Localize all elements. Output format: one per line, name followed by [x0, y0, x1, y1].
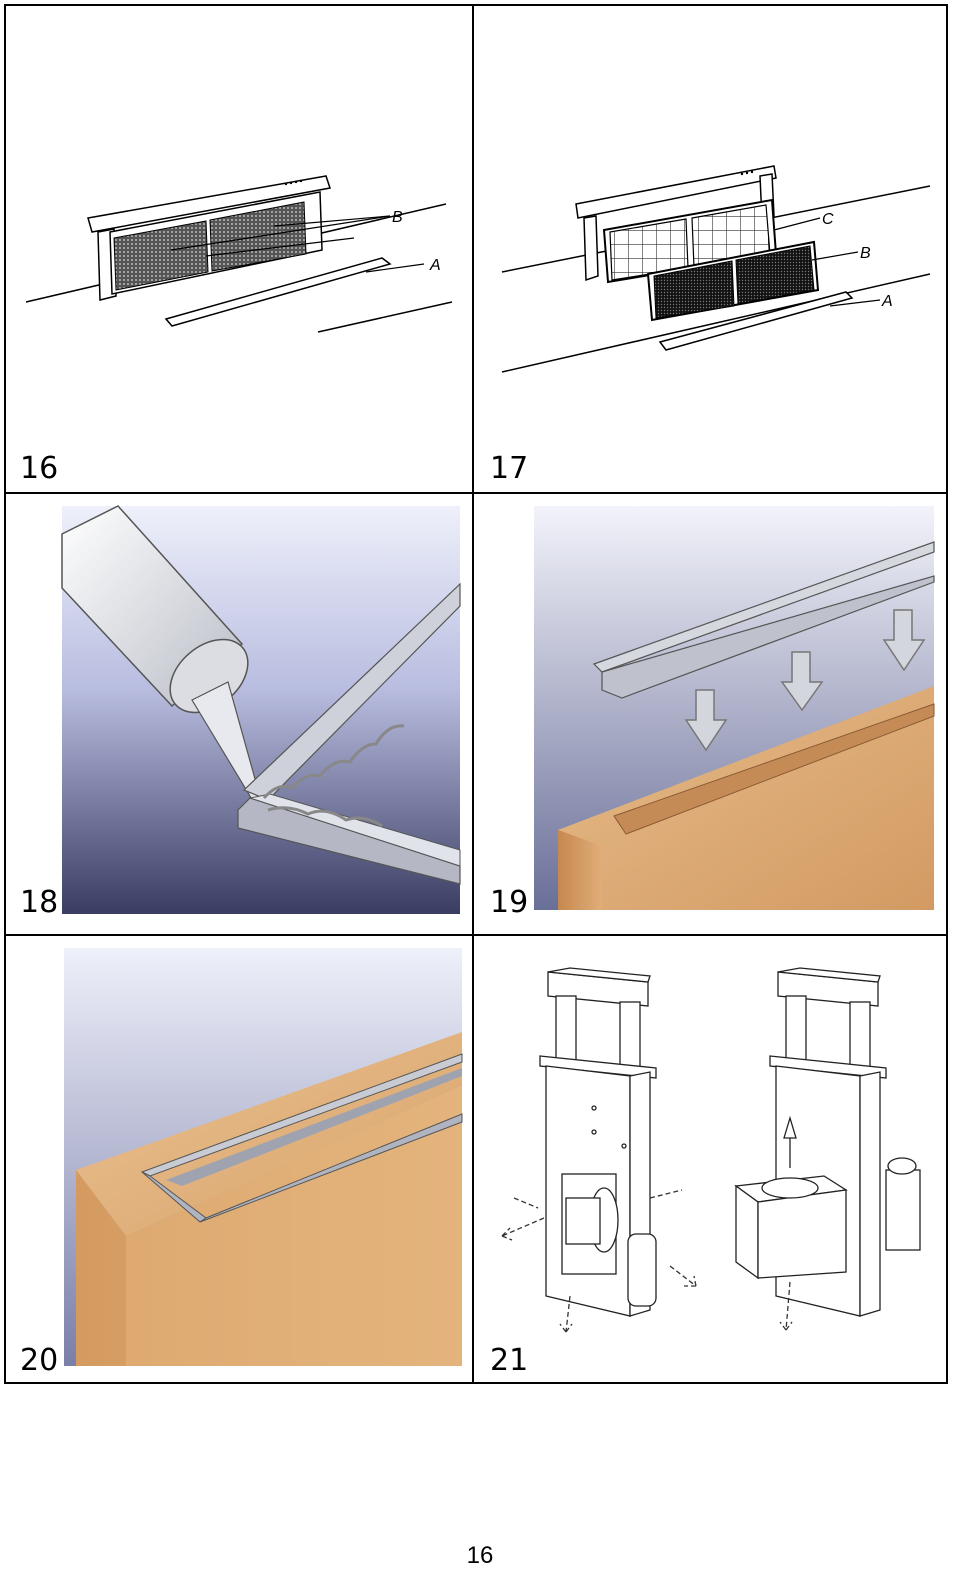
grid-divider-vertical [472, 4, 474, 1384]
figure-grid [4, 4, 948, 1384]
figure-20: 20 [6, 936, 472, 1384]
figure-19-illustration [534, 506, 935, 910]
label-b: B [860, 245, 871, 262]
counter-line [317, 301, 453, 333]
silicone-tube [61, 505, 263, 807]
figure-number: 17 [490, 451, 529, 486]
installed-trim-frame [140, 1053, 463, 1223]
figure-17: C B A 17 [474, 6, 946, 492]
figure-number: 18 [20, 885, 59, 920]
figure-21-illustration [501, 967, 921, 1333]
page-number: 16 [466, 1542, 494, 1569]
grid-divider-row2 [4, 934, 948, 936]
figure-19: 19 [474, 494, 946, 934]
label-a: A [429, 257, 441, 274]
filter-c [602, 198, 778, 284]
figure-16: B A 16 [6, 6, 472, 492]
label-c: C [822, 211, 834, 228]
label-a: A [881, 293, 893, 310]
figure-21: 21 [474, 936, 946, 1384]
countertop [76, 1032, 462, 1236]
filter-b [646, 240, 820, 322]
counter-line [501, 273, 931, 373]
hood-unit-left [539, 967, 657, 1317]
figure-number: 19 [490, 885, 529, 920]
countertop-cutout [613, 703, 935, 835]
downdraft-hood [87, 175, 331, 301]
trim-profile [237, 582, 461, 885]
trim-strip [658, 291, 854, 351]
figure-18-illustration [61, 505, 461, 914]
figure-17-illustration: C B A [501, 165, 931, 373]
label-b: B [392, 209, 403, 226]
figure-18: 18 [6, 494, 472, 934]
down-arrows [684, 609, 926, 752]
figure-20-illustration [64, 948, 463, 1366]
grid-divider-row1 [4, 492, 948, 494]
figure-number: 20 [20, 1343, 59, 1378]
figure-number: 16 [20, 451, 59, 486]
figure-number: 21 [490, 1343, 529, 1378]
trim-frame [592, 541, 935, 699]
trim-strip [164, 257, 392, 327]
airflow-arrows [501, 1189, 697, 1333]
figure-16-illustration: B A [25, 175, 453, 333]
countertop-edge [558, 830, 602, 910]
hood-unit-right [734, 967, 921, 1317]
